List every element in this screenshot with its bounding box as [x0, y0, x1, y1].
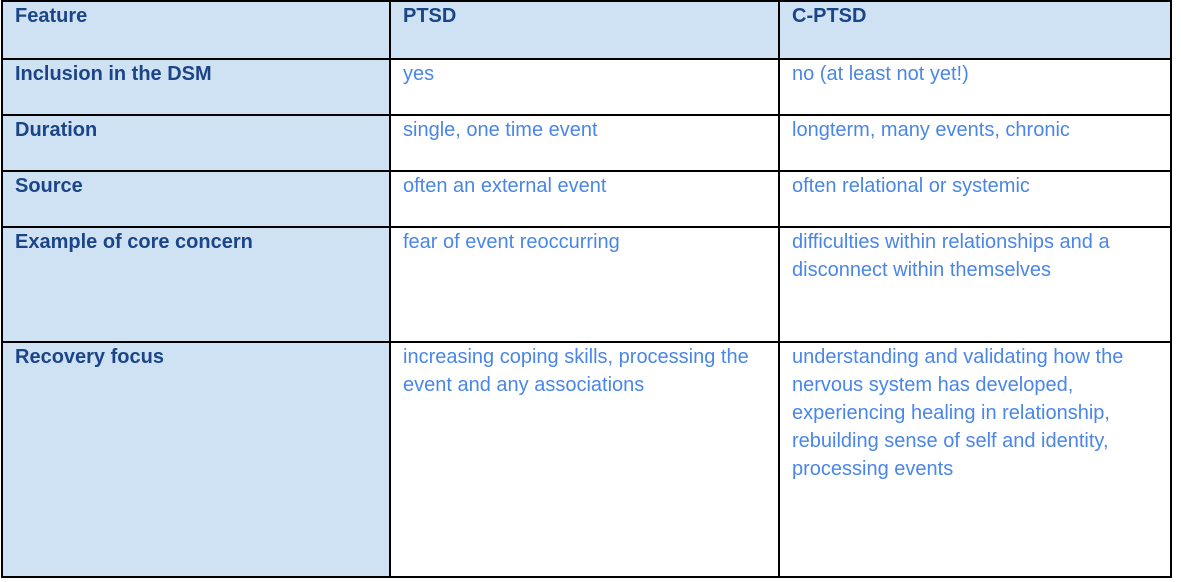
table-row: Inclusion in the DSM yes no (at least no… [1, 58, 1172, 116]
row-label: Recovery focus [1, 341, 391, 578]
row-label: Inclusion in the DSM [1, 58, 391, 116]
table-row: Recovery focus increasing coping skills,… [1, 341, 1172, 578]
cptsd-cell: often relational or systemic [778, 170, 1172, 228]
ptsd-cell: often an external event [389, 170, 780, 228]
column-header-cptsd: C-PTSD [778, 0, 1172, 60]
ptsd-cell: yes [389, 58, 780, 116]
column-header-feature: Feature [1, 0, 391, 60]
cptsd-cell: longterm, many events, chronic [778, 114, 1172, 172]
column-header-ptsd: PTSD [389, 0, 780, 60]
row-label: Source [1, 170, 391, 228]
ptsd-cell: increasing coping skills, processing the… [389, 341, 780, 578]
table-row: Example of core concern fear of event re… [1, 226, 1172, 343]
ptsd-cell: fear of event reoccurring [389, 226, 780, 343]
row-label: Example of core concern [1, 226, 391, 343]
table-row: Source often an external event often rel… [1, 170, 1172, 228]
cptsd-cell: difficulties within relationships and a … [778, 226, 1172, 343]
cptsd-cell: no (at least not yet!) [778, 58, 1172, 116]
cptsd-cell: understanding and validating how the ner… [778, 341, 1172, 578]
table-header-row: Feature PTSD C-PTSD [1, 0, 1172, 60]
row-label: Duration [1, 114, 391, 172]
table-row: Duration single, one time event longterm… [1, 114, 1172, 172]
ptsd-cell: single, one time event [389, 114, 780, 172]
